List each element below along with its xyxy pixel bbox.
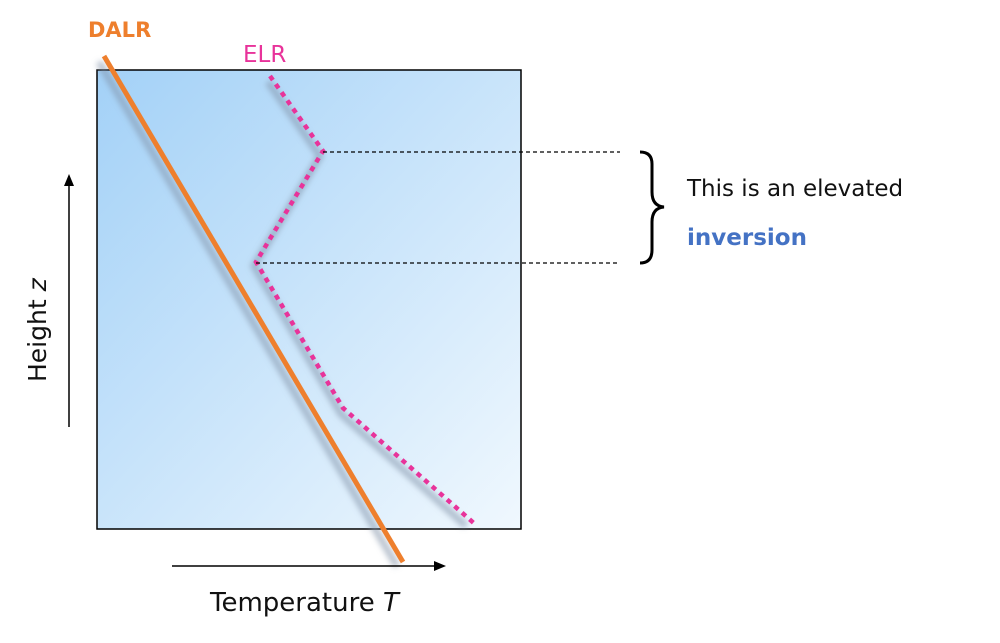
elr-line-shadow xyxy=(249,79,469,529)
dalr-line-shadow xyxy=(95,60,401,568)
elr-label: ELR xyxy=(243,42,286,68)
height-axis-label: Height z xyxy=(23,277,52,382)
temperature-axis-text: Temperature xyxy=(209,588,383,618)
annotation-inversion: inversion xyxy=(687,225,807,251)
dalr-label: DALR xyxy=(88,18,151,42)
dalr-line xyxy=(101,54,406,564)
height-axis-text: Height xyxy=(23,291,52,382)
temperature-axis-var: T xyxy=(383,588,401,618)
inversion-brace xyxy=(639,150,665,265)
plot-panel xyxy=(96,69,522,530)
elr-line xyxy=(253,74,478,527)
height-arrowhead xyxy=(64,174,74,186)
height-axis-var: z xyxy=(23,277,52,292)
temperature-axis-label: Temperature T xyxy=(209,588,401,618)
annotation-line-1: This is an elevated xyxy=(686,176,903,202)
temperature-arrowhead xyxy=(434,561,446,571)
